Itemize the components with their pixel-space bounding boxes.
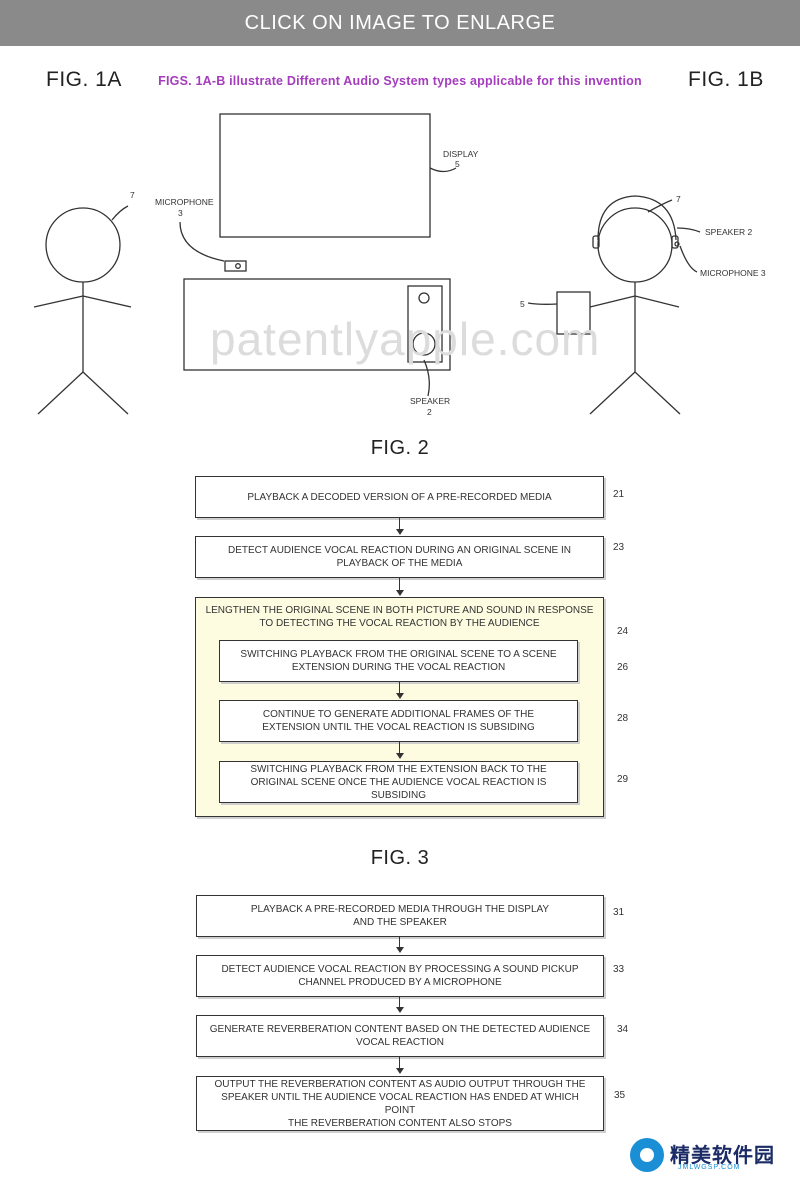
fig3-ref-35: 35 — [614, 1090, 626, 1101]
display-screen — [219, 113, 431, 238]
logo-url: JMLWGSP.COM — [678, 1164, 741, 1171]
microphone-label: MICROPHONE — [155, 197, 214, 207]
fig3-step-31: PLAYBACK A PRE-RECORDED MEDIA THROUGH TH… — [196, 895, 604, 937]
figure-caption: FIGS. 1A-B illustrate Different Audio Sy… — [158, 74, 642, 88]
fig3-step-35: OUTPUT THE REVERBERATION CONTENT AS AUDI… — [196, 1076, 604, 1131]
device-number: 5 — [520, 299, 525, 309]
logo-name: 精美软件园 — [670, 1145, 775, 1167]
speaker-label: SPEAKER — [410, 396, 450, 406]
person-a-number: 7 — [130, 190, 135, 200]
fig2-ref-21: 21 — [613, 489, 625, 500]
logo-icon — [630, 1138, 664, 1172]
fig2-ref-29: 29 — [617, 774, 629, 785]
person-figure-b — [589, 195, 701, 415]
fig3-ref-34: 34 — [617, 1024, 629, 1035]
site-logo[interactable]: 精美软件园 JMLWGSP.COM — [616, 1130, 800, 1183]
audio-system-illustration: DISPLAY 5 MICROPHONE 3 SPEAKER 2 7 7 SPE… — [33, 113, 766, 417]
display-number: 5 — [455, 159, 460, 169]
microphone-number: 3 — [178, 208, 183, 218]
speaker-number: 2 — [427, 407, 432, 417]
fig2-ref-26: 26 — [617, 662, 629, 673]
fig2-step-26: SWITCHING PLAYBACK FROM THE ORIGINAL SCE… — [219, 640, 578, 682]
microphone-icon — [224, 260, 247, 272]
fig3-step-34: GENERATE REVERBERATION CONTENT BASED ON … — [196, 1015, 604, 1057]
fig2-group-heading: LENGTHEN THE ORIGINAL SCENE IN BOTH PICT… — [205, 605, 594, 629]
person-b-number: 7 — [676, 194, 681, 204]
fig-3-title: FIG. 3 — [370, 847, 430, 869]
fig2-ref-23: 23 — [613, 542, 625, 553]
enlarge-banner[interactable]: CLICK ON IMAGE TO ENLARGE — [0, 0, 800, 46]
fig-1b-label: FIG. 1B — [688, 68, 764, 91]
speaker-unit — [183, 278, 451, 371]
fig3-step-33: DETECT AUDIENCE VOCAL REACTION BY PROCES… — [196, 955, 604, 997]
fig3-ref-33: 33 — [613, 964, 625, 975]
person-figure-a — [33, 205, 132, 415]
headset-mic-label: MICROPHONE 3 — [700, 268, 766, 278]
fig2-step-28: CONTINUE TO GENERATE ADDITIONAL FRAMES O… — [219, 700, 578, 742]
headset-speaker-label: SPEAKER 2 — [705, 227, 753, 237]
watermark: patentlyapple.com — [210, 313, 601, 365]
fig2-step-23: DETECT AUDIENCE VOCAL REACTION DURING AN… — [195, 536, 604, 578]
fig-2-title: FIG. 2 — [370, 437, 430, 459]
fig2-ref-24: 24 — [617, 626, 629, 637]
display-label: DISPLAY — [443, 149, 479, 159]
fig2-step-29: SWITCHING PLAYBACK FROM THE EXTENSION BA… — [219, 761, 578, 803]
fig3-ref-31: 31 — [613, 907, 625, 918]
fig2-step-21: PLAYBACK A DECODED VERSION OF A PRE-RECO… — [195, 476, 604, 518]
fig-1a-label: FIG. 1A — [46, 68, 122, 91]
handheld-device — [556, 291, 591, 335]
fig2-ref-28: 28 — [617, 713, 629, 724]
